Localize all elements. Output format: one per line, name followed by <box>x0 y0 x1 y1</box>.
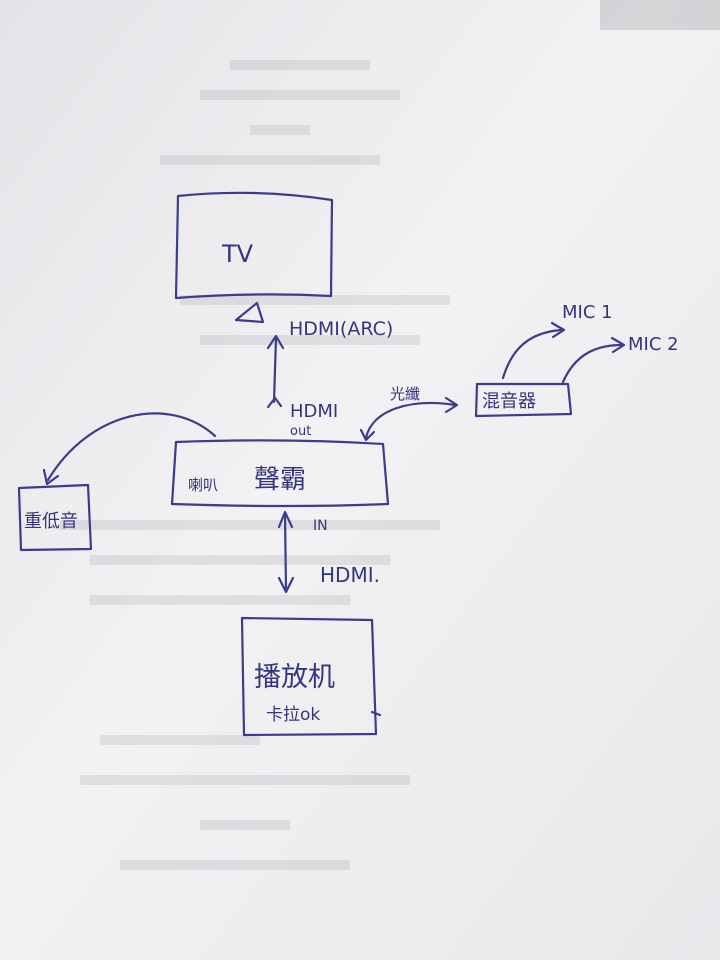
hdmi-arc-label: HDMI(ARC) <box>289 318 393 340</box>
soundbar-node: 喇叭 聲霸 <box>170 439 390 508</box>
optical-line <box>364 401 457 440</box>
hdmi-arc-link: HDMI(ARC) <box>266 318 393 404</box>
mic2-line <box>561 343 624 384</box>
bleed-through-text <box>60 60 450 870</box>
in-label: IN <box>313 518 328 534</box>
mic2-label: MIC 2 <box>628 334 679 355</box>
optical-tail-hook <box>359 428 376 442</box>
subwoofer-node: 重低音 <box>17 483 93 552</box>
hdmi-arc-arrowhead <box>266 334 285 350</box>
hdmi-out-label: HDMI <box>290 401 338 422</box>
mic1-line <box>501 328 564 380</box>
mic1-arrowhead <box>550 321 566 339</box>
speaker-label: 喇叭 <box>188 476 218 494</box>
optical-link: 光纖 <box>359 385 459 442</box>
tv-box <box>174 191 334 300</box>
player-box-mark <box>370 710 382 717</box>
subwoofer-line <box>46 412 217 482</box>
player-label: 播放机 <box>254 662 335 693</box>
hdmi-in-link: IN HDMI. <box>277 510 380 594</box>
subwoofer-arrowhead <box>42 468 60 486</box>
hdmi-arc-line <box>272 336 278 404</box>
subwoofer-label: 重低音 <box>24 511 78 532</box>
tv-node: TV <box>174 191 334 324</box>
tv-stand <box>234 301 265 324</box>
soundbar-box <box>170 439 390 508</box>
tv-label: TV <box>221 240 254 268</box>
mic1-link: MIC 1 <box>501 302 613 380</box>
player-box <box>240 616 378 737</box>
karaoke-label: 卡拉ok <box>266 705 320 725</box>
soundbar-label: 聲霸 <box>254 465 306 495</box>
mic1-label: MIC 1 <box>562 302 613 323</box>
hdmi-out-arrowhead <box>266 396 283 409</box>
hdmi-out-link: HDMI out <box>266 396 338 439</box>
hdmi-in-arrowhead-up <box>277 510 294 529</box>
paper-corner-shadow <box>600 0 720 30</box>
hdmi-out-sublabel: out <box>290 424 311 439</box>
player-node: 播放机 卡拉ok <box>240 616 382 737</box>
hdmi-in-arrowhead-down <box>277 576 295 594</box>
subwoofer-link <box>42 412 217 486</box>
mixer-node: 混音器 <box>474 382 573 418</box>
mixer-box <box>474 382 573 418</box>
hdmi-in-line <box>283 513 288 592</box>
hdmi-in-label: HDMI. <box>320 563 380 587</box>
mic2-link: MIC 2 <box>561 334 679 384</box>
mixer-label: 混音器 <box>482 391 536 412</box>
optical-arrowhead <box>444 396 459 414</box>
optical-label: 光纖 <box>390 385 420 403</box>
subwoofer-box <box>17 483 93 552</box>
mic2-arrowhead <box>610 336 626 354</box>
